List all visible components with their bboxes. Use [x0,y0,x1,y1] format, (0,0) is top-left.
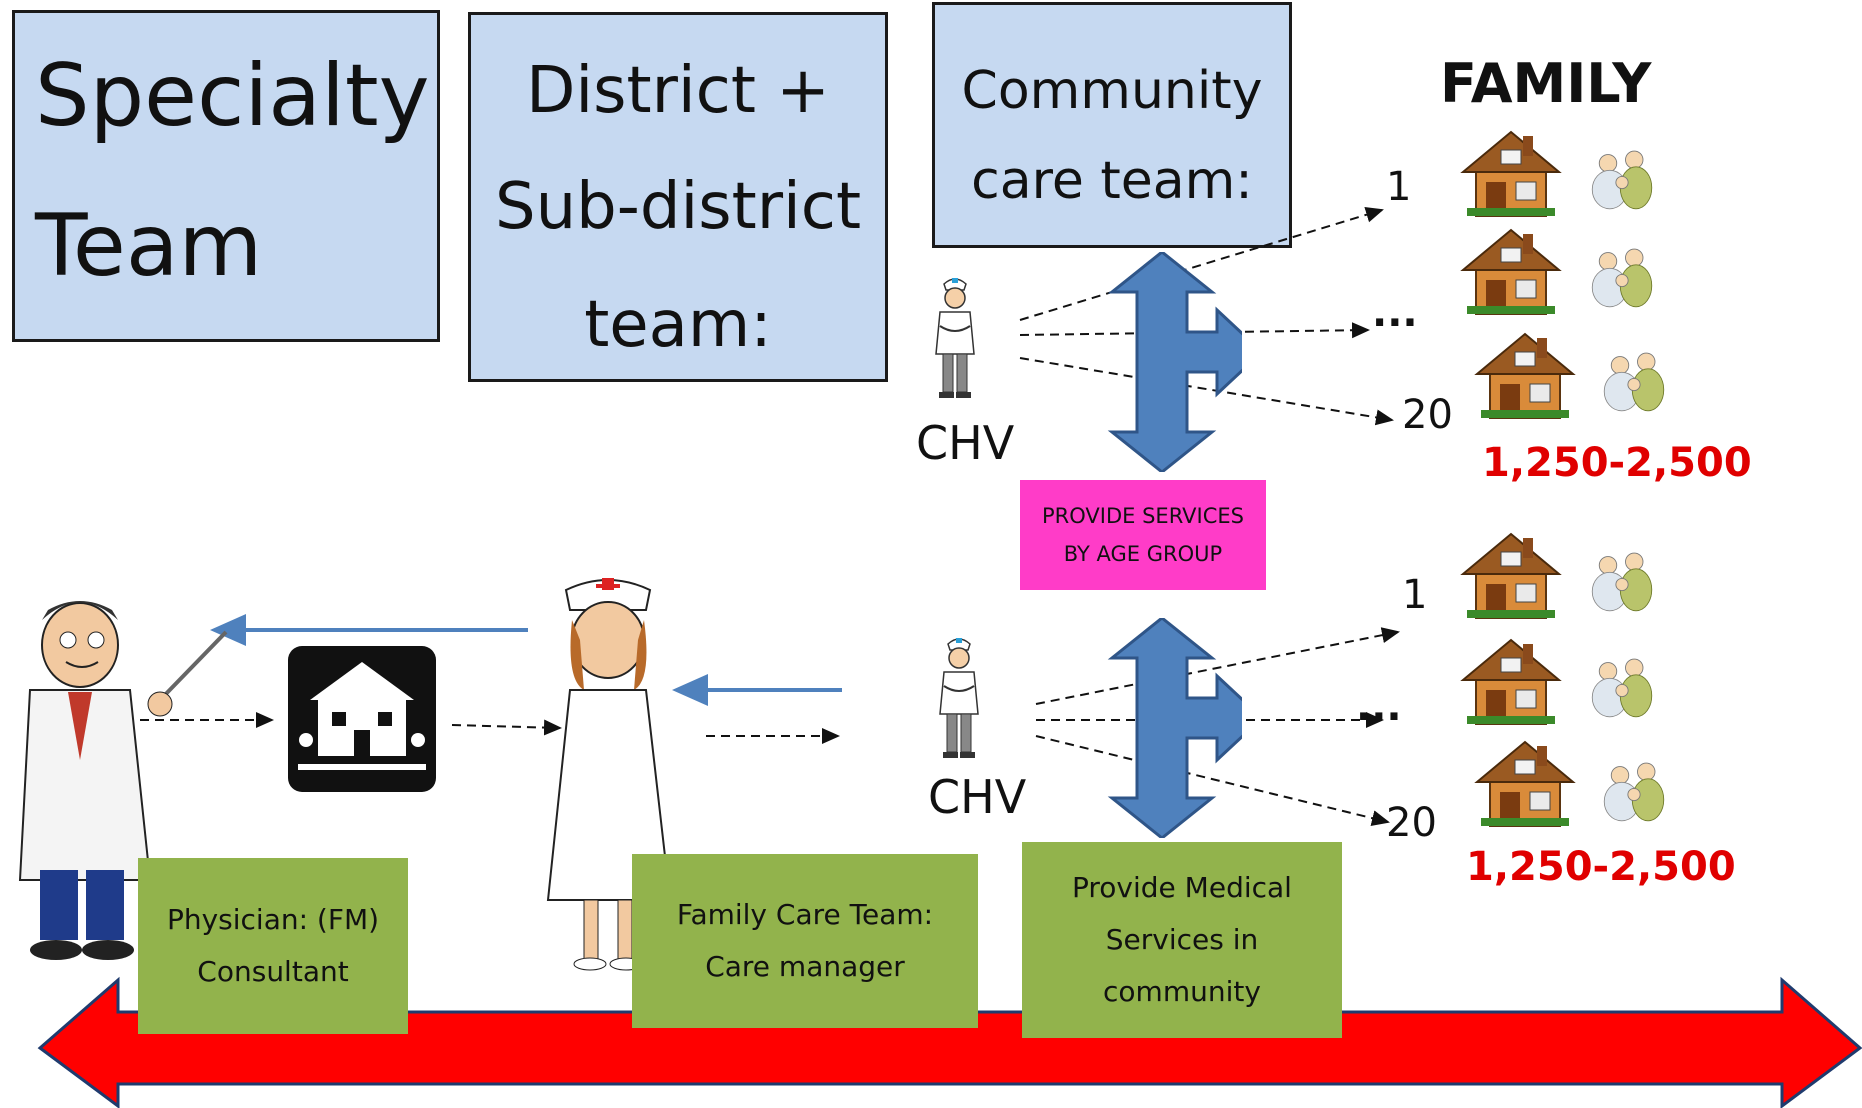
services-box-line1: PROVIDE SERVICES [1042,504,1244,528]
upper-label-20: 20 [1402,392,1453,438]
chv-lower-label: CHV [928,770,1027,824]
district-team-line1: District + [526,54,830,128]
family-icon [1591,150,1653,210]
physician-box-line1: Physician: (FM) [166,903,380,936]
family-icon [1591,658,1653,718]
services-box-line2: BY AGE GROUP [1063,542,1223,566]
house-icon [1461,228,1561,316]
district-team-line3: team: [584,288,772,362]
feedback-arrows [210,614,842,706]
chv-lower-icon [939,637,979,759]
medical-services-box: Provide Medical Services in community [1022,842,1342,1038]
chv-upper-icon [935,277,975,399]
physician-box: Physician: (FM) Consultant [138,858,408,1034]
family-title: FAMILY [1440,52,1652,115]
upper-dashed-arrows [1019,206,1394,426]
services-by-age-box: PROVIDE SERVICES BY AGE GROUP [1020,480,1266,590]
family-icon [1591,552,1653,612]
home-icon [288,646,436,792]
upper-label-1: 1 [1386,164,1412,210]
physician-box-line2: Consultant [197,955,349,988]
lower-label-20: 20 [1386,800,1437,846]
medical-box-line1: Provide Medical [1072,871,1292,904]
upper-family-group [1461,130,1665,420]
specialty-team-line2: Team [35,196,263,296]
community-team-line1: Community [961,61,1263,121]
lower-family-count: 1,250-2,500 [1466,844,1736,890]
flow-dashed-arrows [140,712,840,744]
lower-family-group [1461,532,1665,828]
lower-label-ellipsis: ... [1356,684,1402,730]
medical-box-line3: community [1103,975,1261,1008]
community-team-box: Community care team: [932,2,1292,248]
upper-label-ellipsis: ... [1372,290,1418,336]
lower-blue-arrow-icon [1110,618,1242,838]
district-team-box: District + Sub-district team: [468,12,888,382]
medical-box-line2: Services in [1105,923,1259,956]
house-icon [1475,740,1575,828]
district-team-line2: Sub-district [494,170,862,244]
family-care-box-line2: Care manager [705,950,905,983]
upper-family-count: 1,250-2,500 [1482,440,1752,486]
lower-label-1: 1 [1402,572,1428,618]
house-icon [1461,532,1561,620]
upper-blue-arrow-icon [1110,252,1242,472]
specialty-team-box: Specialty Team [12,10,440,342]
family-icon [1603,762,1665,822]
chv-upper-label: CHV [916,416,1015,470]
house-icon [1461,130,1561,218]
family-care-team-box: Family Care Team: Care manager [632,854,978,1028]
nurse-icon [546,578,672,971]
doctor-icon [18,601,228,960]
house-icon [1475,332,1575,420]
red-double-arrow [37,976,1862,1108]
family-care-box-line1: Family Care Team: [676,898,934,931]
specialty-team-line1: Specialty [35,46,430,146]
family-icon [1603,352,1665,412]
house-icon [1461,638,1561,726]
community-team-line2: care team: [971,151,1253,211]
family-icon [1591,248,1653,308]
